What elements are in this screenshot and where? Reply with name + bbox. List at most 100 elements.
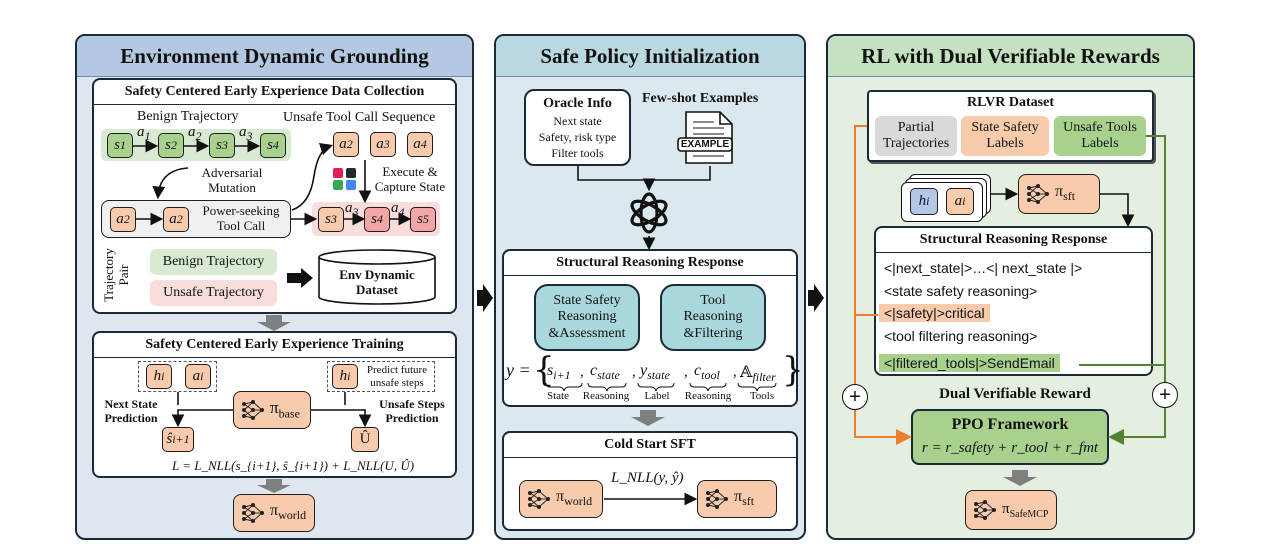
panel-title: Structural Reasoning Response <box>919 232 1108 247</box>
column-title: Environment Dynamic Grounding <box>77 36 472 77</box>
tool-icons <box>332 167 358 191</box>
adversarial-mutation-label: Adversarial Mutation <box>201 165 263 195</box>
training-loss: L = L_NLL(s_{i+1}, ŝ_{i+1}) + L_NLL(U, Û… <box>172 458 415 473</box>
example-document-icon <box>676 110 738 165</box>
rlvr-title: RLVR Dataset <box>967 94 1054 110</box>
label-tools: Tools <box>749 389 775 402</box>
env-dataset-cylinder <box>318 249 436 305</box>
term-state-reasoning: cstate <box>590 362 620 383</box>
comma-3: , <box>684 364 688 380</box>
column-arrow-1 <box>477 284 493 312</box>
pi-base-model: πbase <box>233 391 311 429</box>
openai-logo-icon <box>625 190 673 236</box>
panel-title: Safety Centered Early Experience Data Co… <box>124 84 425 99</box>
unsafe-action-a3: a3 <box>345 200 359 219</box>
partial-trajectories-box: Partial Trajectories <box>875 116 957 156</box>
pi-world-model-sft: πworld <box>519 480 603 518</box>
unsafe-trajectory-box: Unsafe Trajectory <box>150 280 277 306</box>
future-dashed-group <box>327 361 435 392</box>
down-arrow-4 <box>1003 470 1037 486</box>
few-shot-label: Few-shot Examples <box>642 91 759 106</box>
predict-future-label: Predict future unsafe steps <box>366 363 428 389</box>
oracle-info-box <box>524 89 631 166</box>
dual-reward-label: Dual Verifiable Reward <box>939 386 1091 403</box>
env-dataset-label: Env Dynamic Dataset <box>339 267 415 297</box>
label-state: State <box>547 389 569 402</box>
ppo-box <box>911 409 1109 465</box>
panel-title-rule <box>94 357 455 358</box>
trajectory-pair-label: Trajectory Pair <box>101 248 131 302</box>
rl-pi-sft-model: πsft <box>1018 174 1100 214</box>
reward-equation: r = r_safety + r_tool + r_fmt <box>921 440 1099 457</box>
benign-trajectory-label: Benign Trajectory <box>137 109 239 124</box>
plus-left: + <box>842 384 868 410</box>
execute-capture-label: Execute & Capture State <box>374 164 446 194</box>
pi-world-model: πworld <box>233 494 315 532</box>
srr-line-safety: <|safety|>critical <box>879 304 990 322</box>
srr-line-tool-reasoning: <tool filtering reasoning> <box>884 328 1038 344</box>
action-a3: a3 <box>239 124 253 143</box>
oracle-info-title: Oracle Info <box>543 95 612 111</box>
down-arrow-1 <box>257 315 291 331</box>
brace-left: { <box>533 350 555 390</box>
neural-net-icon <box>242 503 264 523</box>
pi-sft-model: πsft <box>697 480 777 518</box>
panel-title: Safety Centered Early Experience Trainin… <box>145 337 404 352</box>
panel-title-rule <box>504 457 796 458</box>
term-filter-tools: 𝔸filter <box>740 364 776 385</box>
brace-right: } <box>782 350 804 390</box>
panel-title-rule <box>504 275 796 276</box>
unsafe-sequence-label: Unsafe Tool Call Sequence <box>283 110 436 125</box>
app-tools-icon <box>333 168 356 190</box>
pi-safemcp-model: πSafeMCP <box>965 490 1057 530</box>
action-a1: a1 <box>137 124 151 143</box>
ppo-title: PPO Framework <box>951 415 1069 433</box>
next-state-prediction-label: Next State Prediction <box>104 397 158 425</box>
term-state: si+1 <box>547 362 571 383</box>
label-reasoning-2: Reasoning <box>684 389 732 402</box>
srr-line-filtered-tools: <|filtered_tools|>SendEmail <box>879 354 1060 372</box>
y-equals: y = <box>506 360 531 380</box>
action-a2: a2 <box>188 124 202 143</box>
pair-arrow <box>287 268 313 288</box>
state-safety-reasoning-box: State Safety Reasoning &Assessment <box>534 284 640 351</box>
neural-net-icon <box>242 400 264 420</box>
label-label: Label <box>644 389 670 402</box>
term-label: ystate <box>640 362 670 383</box>
column-title: Safe Policy Initialization <box>496 36 804 77</box>
input-dashed-group <box>138 361 217 392</box>
srr-line-next-state: <|next_state|>…<| next_state |> <box>884 260 1083 276</box>
oracle-line-2: Safety, risk type <box>538 130 617 145</box>
power-seeking-label: Power-seeking Tool Call <box>202 203 280 233</box>
comma-4: , <box>733 364 737 380</box>
comma-2: , <box>632 364 636 380</box>
col3-srr-panel: Structural Reasoning Response <box>874 226 1153 376</box>
benign-trajectory-box: Benign Trajectory <box>150 249 277 275</box>
down-arrow-3 <box>631 410 665 426</box>
panel-title-rule <box>876 252 1151 253</box>
oracle-line-1: Next state <box>553 114 602 129</box>
term-tool-reasoning: ctool <box>694 362 720 383</box>
unsafe-tools-labels-box: Unsafe Tools Labels <box>1054 116 1146 156</box>
neural-net-icon <box>974 500 996 520</box>
srr-line-state-reasoning: <state safety reasoning> <box>884 283 1038 299</box>
down-arrow-2 <box>257 479 291 493</box>
tool-reasoning-box: Tool Reasoning &Filtering <box>660 284 766 351</box>
neural-net-icon <box>1027 184 1049 204</box>
column-arrow-2 <box>808 284 824 312</box>
